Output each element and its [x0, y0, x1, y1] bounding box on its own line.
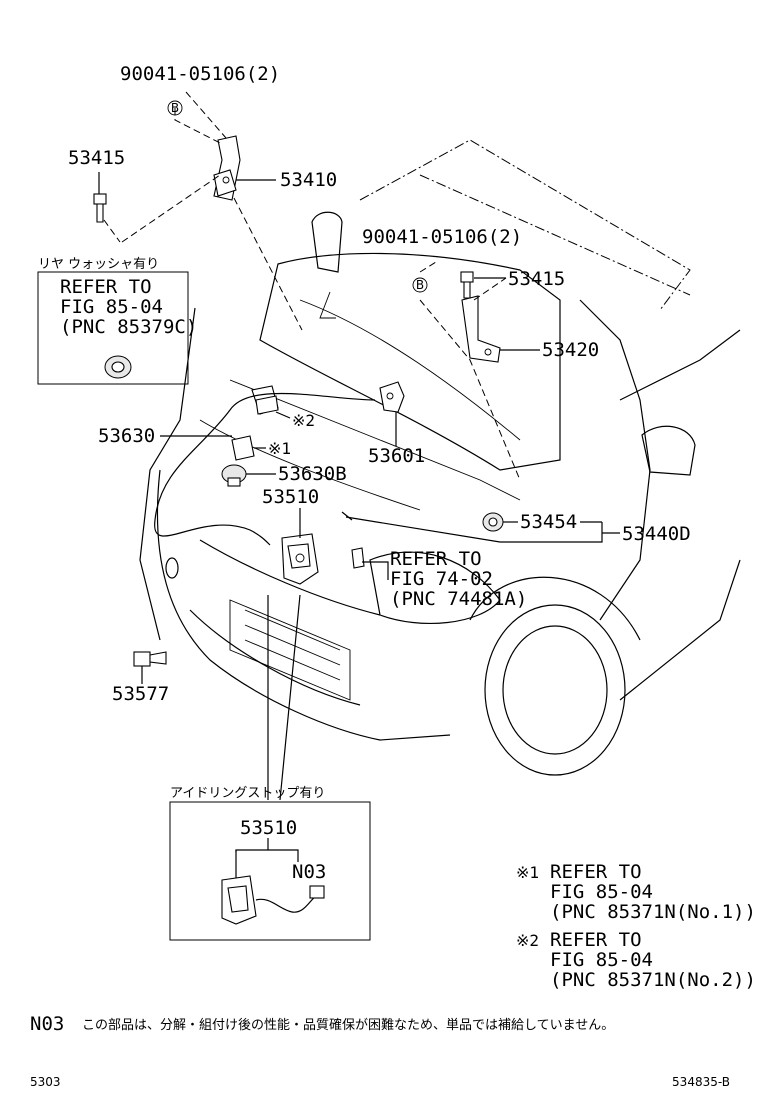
- washer-box-line1: REFER TO: [60, 276, 152, 298]
- note-ref1-line3: (PNC 85371N(No.1)): [550, 901, 756, 923]
- side-mirror: [311, 211, 343, 273]
- roof-line: [359, 139, 691, 311]
- grille-top: [199, 539, 381, 616]
- grille: [229, 599, 351, 701]
- label-53415-left: 53415: [68, 147, 125, 169]
- b-mark-text: B: [171, 101, 179, 115]
- hood-rib: [299, 299, 521, 441]
- washer-box-line3: (PNC 85379C): [60, 316, 197, 338]
- refer-74-02-line2: FIG 74-02: [390, 568, 493, 590]
- grille-slats: [244, 609, 341, 681]
- idle-box-frame: [169, 801, 371, 941]
- front-wheel: [484, 604, 626, 776]
- front-bumper: [156, 469, 451, 741]
- washer-nozzle-icon: [104, 355, 132, 379]
- label-90041-top: 90041-05106(2): [120, 63, 280, 85]
- right-fender: [579, 299, 651, 621]
- footer-right: 534835-B: [672, 1075, 730, 1089]
- refer-74-02-line1: REFER TO: [390, 548, 482, 570]
- hood-clip: [319, 291, 336, 319]
- right-mirror: [641, 425, 696, 476]
- label-53510: 53510: [262, 486, 319, 508]
- headlight: [369, 551, 501, 624]
- b-mark-text: B: [416, 278, 424, 292]
- hood-latch-53510: [281, 533, 319, 585]
- fog-lamp: [165, 557, 179, 579]
- label-53454: 53454: [520, 511, 577, 533]
- washer-box-heading: リヤ ウォッシャ有り: [38, 257, 159, 272]
- idle-stop-box: アイドリングストップ有り 53510 N03: [169, 786, 371, 941]
- clip-53630B: [221, 464, 247, 487]
- refer-74-02-line3: (PNC 74481A): [390, 588, 527, 610]
- note-ref2-line3: (PNC 85371N(No.2)): [550, 969, 756, 991]
- washer-box-line2: FIG 85-04: [60, 296, 163, 318]
- note-ref1: ※1 REFER TO FIG 85-04 (PNC 85371N(No.1)): [516, 861, 756, 923]
- bolt-53577: [133, 651, 167, 667]
- footnote-code: N03: [30, 1013, 64, 1035]
- b-mark-top: B: [167, 100, 183, 116]
- engine-bay-edge: [229, 379, 521, 501]
- label-53440D: 53440D: [622, 523, 691, 545]
- leader-lines: [98, 91, 620, 878]
- engine-bay-edge-2: [199, 419, 421, 511]
- refer-74-02-block: REFER TO FIG 74-02 (PNC 74481A): [390, 548, 527, 610]
- washer-box-frame: [37, 271, 189, 385]
- note-ref2-line1: REFER TO: [550, 929, 642, 951]
- note-ref1-line2: FIG 85-04: [550, 881, 653, 903]
- front-wheel-rim: [502, 625, 608, 755]
- label-53577: 53577: [112, 683, 169, 705]
- label-ref2: ※2: [292, 411, 315, 430]
- label-53630B: 53630B: [278, 463, 347, 485]
- washer-box: リヤ ウォッシャ有り REFER TO FIG 85-04 (PNC 85379…: [37, 257, 197, 385]
- idle-stop-latch: [221, 875, 325, 925]
- hood-hinge-right: [461, 295, 501, 363]
- label-53410: 53410: [280, 169, 337, 191]
- label-53630: 53630: [98, 425, 155, 447]
- windshield-line: [419, 174, 691, 296]
- b-mark-mid: B: [412, 277, 428, 293]
- label-53601: 53601: [368, 445, 425, 467]
- hood-panel: [259, 252, 561, 471]
- hood-support-rod: [341, 511, 501, 543]
- note-ref2-line2: FIG 85-04: [550, 949, 653, 971]
- idle-box-part: 53510: [240, 817, 297, 839]
- label-ref1: ※1: [268, 439, 291, 458]
- a-pillar: [619, 329, 741, 401]
- bumper-line: [189, 609, 361, 706]
- left-fender: [139, 307, 196, 641]
- clip-ref2: [251, 385, 279, 415]
- note-ref2-mark: ※2: [516, 931, 539, 950]
- hood-hinge-left: [213, 135, 241, 201]
- footer-left: 5303: [30, 1075, 61, 1089]
- clip-ref1: [231, 435, 255, 461]
- note-ref1-line1: REFER TO: [550, 861, 642, 883]
- idle-box-n03: N03: [292, 861, 326, 883]
- bolt-left: [93, 193, 107, 223]
- idle-box-heading: アイドリングストップ有り: [170, 786, 325, 801]
- side-sill: [619, 559, 741, 701]
- grommet-53454: [482, 512, 504, 532]
- label-53415-right: 53415: [508, 268, 565, 290]
- label-53420: 53420: [542, 339, 599, 361]
- release-cable: [154, 392, 376, 546]
- bolt-right: [460, 271, 474, 299]
- note-ref2: ※2 REFER TO FIG 85-04 (PNC 85371N(No.2)): [516, 929, 756, 991]
- footnote-text: この部品は、分解・組付け後の性能・品質確保が困難なため、単品では補給していません…: [82, 1017, 614, 1033]
- connector-74481A: [351, 547, 365, 569]
- note-ref1-mark: ※1: [516, 863, 539, 882]
- label-90041-mid: 90041-05106(2): [362, 226, 522, 248]
- hood-lock-53601: [379, 381, 405, 413]
- wheel-arch: [469, 576, 641, 641]
- footnote-n03: N03 この部品は、分解・組付け後の性能・品質確保が困難なため、単品では補給して…: [30, 1013, 614, 1035]
